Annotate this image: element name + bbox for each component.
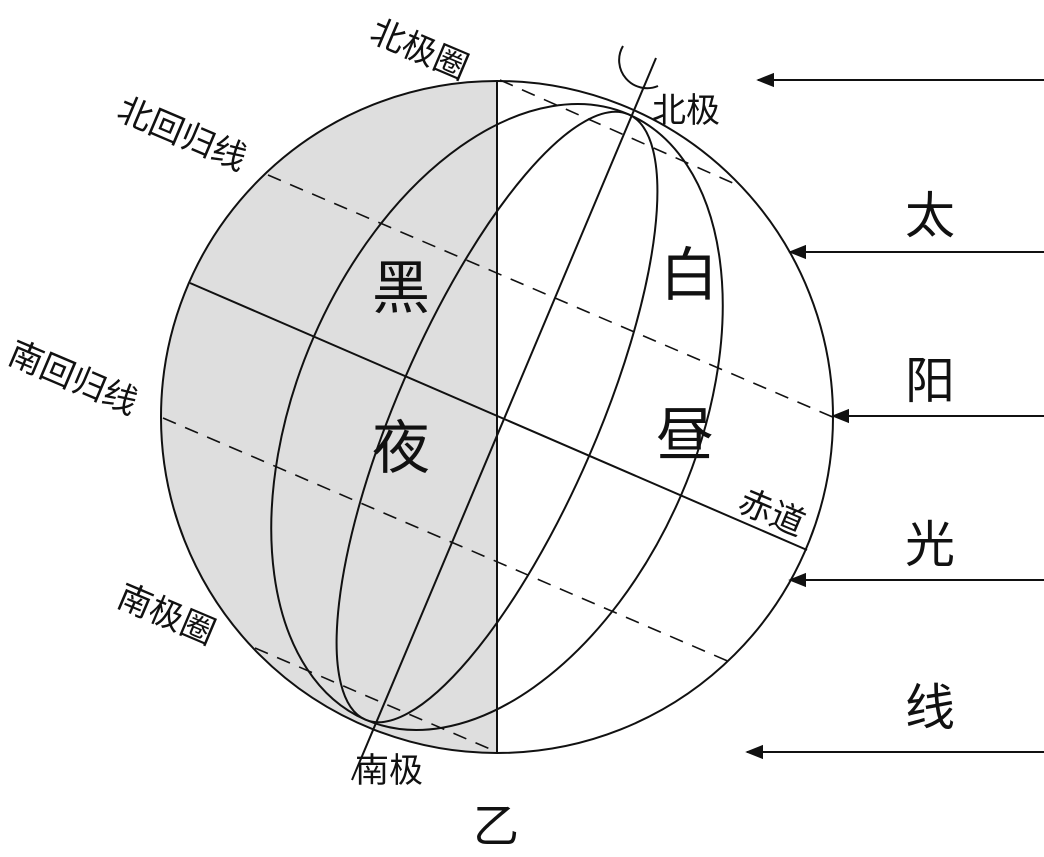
equator-line — [189, 282, 808, 551]
sunlight-label-4: 线 — [905, 679, 955, 737]
tropic-of-capricorn-label: 南回归线 — [2, 333, 143, 423]
day-label-bottom: 昼 — [656, 401, 714, 469]
tropic-of-cancer-label: 北回归线 — [111, 89, 252, 179]
arctic-circle-label: 北极圈 — [364, 11, 474, 88]
south-pole-label: 南极 — [355, 751, 423, 791]
figure-label: 乙 — [473, 799, 519, 852]
antarctic-circle-line — [254, 647, 498, 753]
rotation-arrow-arc — [618, 45, 659, 90]
tropic-of-capricorn-line — [162, 417, 731, 663]
sunlight-label-2: 阳 — [905, 352, 955, 410]
antarctic-circle-label: 南极圈 — [111, 576, 221, 653]
night-label-bottom: 夜 — [372, 414, 430, 482]
night-side-shade — [161, 81, 497, 753]
sunlight-label-1: 太 — [905, 187, 955, 245]
arctic-circle-line — [499, 79, 736, 185]
north-pole-label: 北极 — [652, 91, 720, 131]
sunlight-label-3: 光 — [905, 516, 955, 574]
day-label-top: 白 — [660, 241, 718, 309]
tropic-of-cancer-line — [267, 174, 836, 419]
night-label-top: 黑 — [372, 254, 430, 322]
